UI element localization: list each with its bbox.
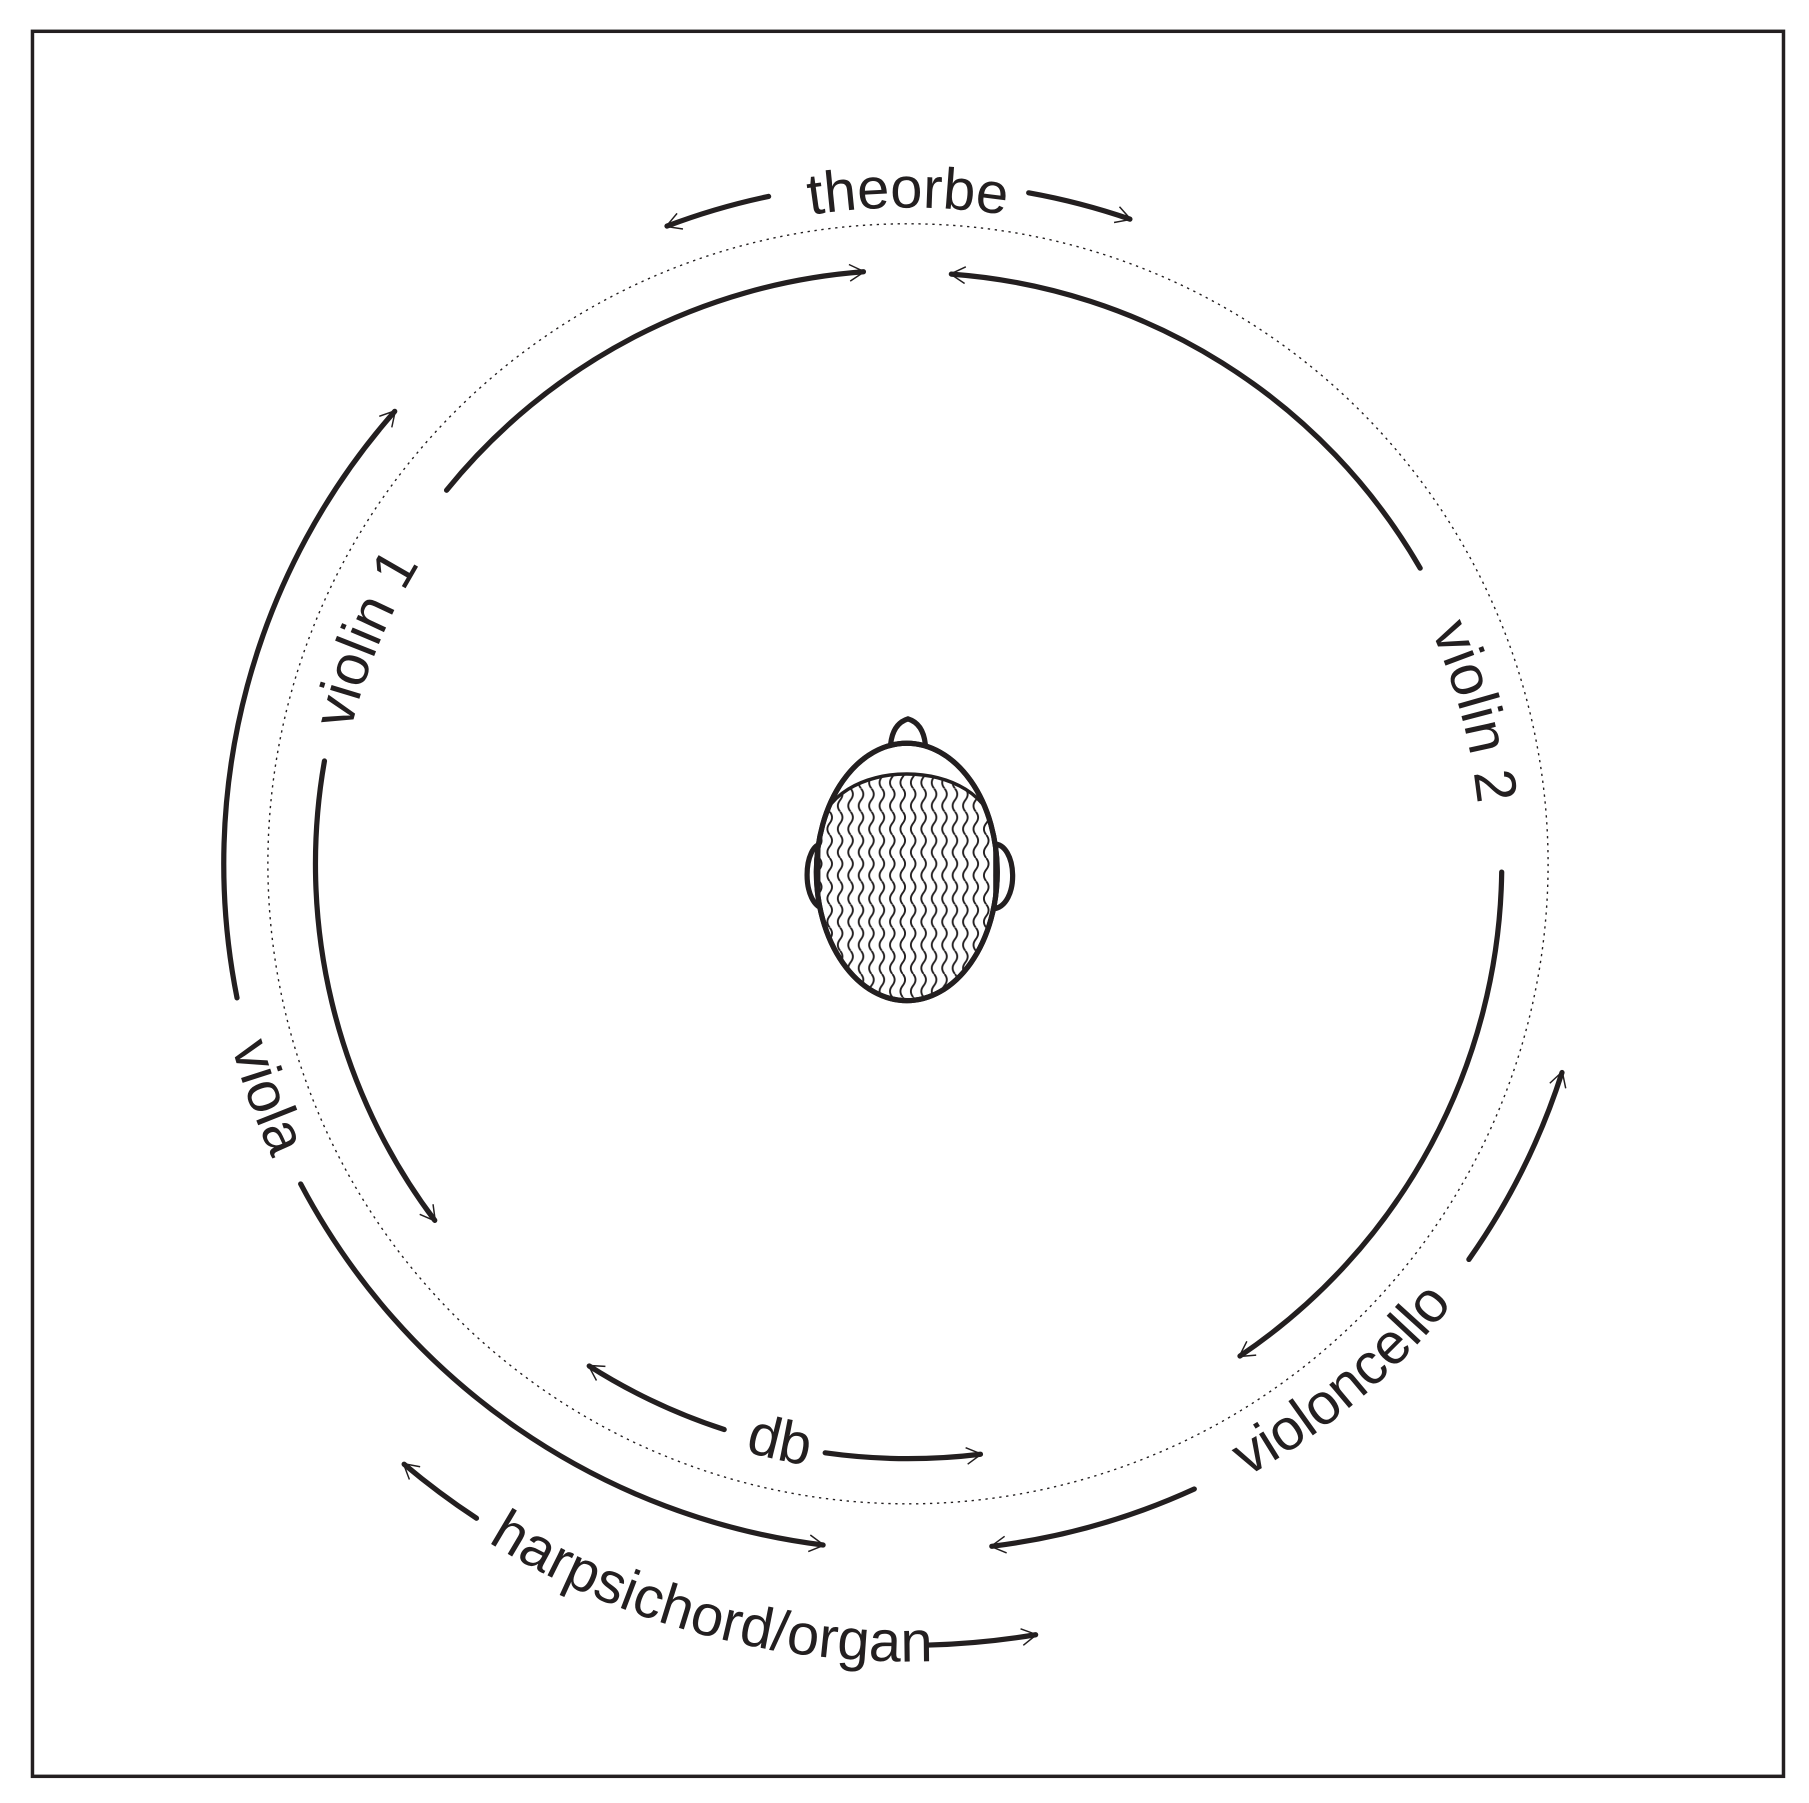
arrow-theorbe-right [1026,190,1133,224]
label-violoncello: violoncello [1221,1271,1463,1488]
nose-icon [887,716,928,745]
arrow-violin-2-lower [1237,869,1505,1359]
label-theorbe: theorbe [803,157,1012,228]
arrow-violoncello-lower [989,1486,1197,1554]
arrow-violin-2-upper [948,266,1423,571]
arrow-viola-upper [221,408,398,1001]
dotted-seating-circle [267,223,1549,1505]
arrow-db-right [822,1446,984,1465]
arrow-theorbe-left [664,193,772,230]
label-harpsichord-organ: harpsichord/organ [481,1498,933,1675]
listener-head-icon [804,716,1016,1004]
arrow-violin-1-upper [443,263,867,493]
arrow-violin-1-lower [312,758,438,1223]
arrow-harpsichord-left [401,1461,480,1521]
arrow-db-left [586,1363,727,1433]
label-viola: viola [219,1032,319,1164]
arrow-violoncello-upper [1466,1069,1567,1263]
label-violin-2: violin 2 [1419,611,1528,806]
arrow-viola-lower [298,1181,826,1553]
label-violin-1: violin 1 [301,539,430,734]
arrow-harpsichord-right [925,1628,1039,1648]
frame-border [30,29,1786,1779]
label-db: db [741,1402,817,1478]
hair-icon [816,772,997,1001]
